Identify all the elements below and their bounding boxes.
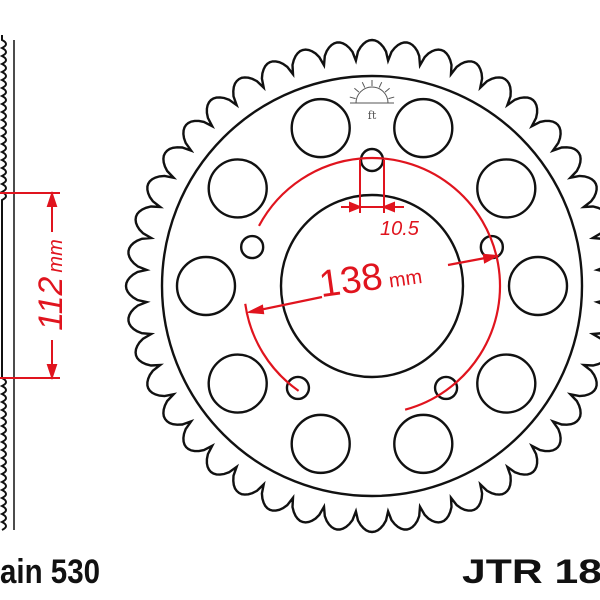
lightening-hole xyxy=(393,413,454,475)
pcd-dimension xyxy=(244,156,502,411)
part-number-label: JTR 18 xyxy=(462,553,600,591)
inner-ring xyxy=(160,74,584,498)
lightening-hole xyxy=(290,413,351,475)
bolt-hole xyxy=(239,234,265,260)
lightening-hole xyxy=(476,353,537,414)
lightening-hole xyxy=(507,255,569,317)
lightening-hole xyxy=(476,158,537,219)
lightening-hole xyxy=(393,97,454,159)
side-dimension-label: 112mm xyxy=(32,239,70,331)
side-profile xyxy=(0,35,7,531)
lightening-hole xyxy=(207,158,268,219)
bolt-hole xyxy=(285,375,311,401)
sprocket xyxy=(124,38,600,534)
center-bore xyxy=(279,193,465,379)
side-dimension xyxy=(0,190,60,381)
bolt-hole-dimension xyxy=(341,160,404,213)
sprocket-teeth-outline xyxy=(124,38,600,534)
bolt-hole xyxy=(359,147,385,173)
side-view xyxy=(0,35,15,531)
bolt-hole-label: 10.5 xyxy=(380,218,420,240)
svg-text:ft: ft xyxy=(368,109,377,122)
arrow-down-icon xyxy=(46,364,58,381)
chain-label: ain 530 xyxy=(0,553,100,591)
bolt-hole xyxy=(433,375,459,401)
lightening-hole xyxy=(175,255,237,317)
lightening-hole xyxy=(290,97,351,159)
sun-logo-icon: ft xyxy=(349,80,395,122)
arrow-up-icon xyxy=(46,190,58,207)
lightening-holes xyxy=(175,97,569,475)
lightening-hole xyxy=(207,353,268,414)
